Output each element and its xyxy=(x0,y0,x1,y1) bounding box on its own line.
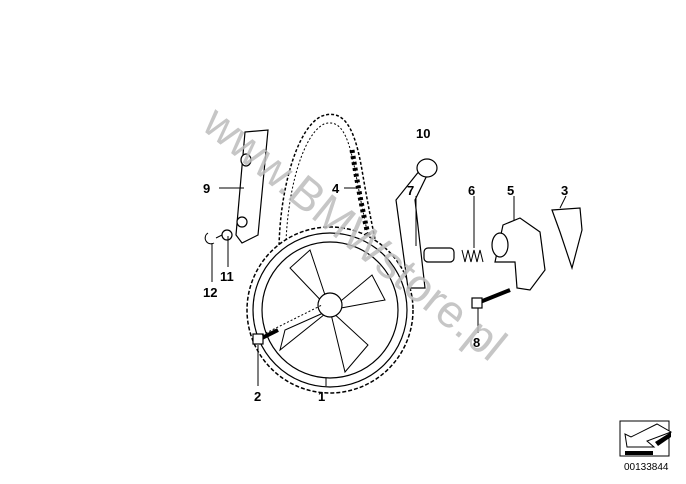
callout-2[interactable]: 2 xyxy=(254,389,261,404)
back-arrow-icon[interactable] xyxy=(619,420,673,457)
callout-12[interactable]: 12 xyxy=(203,285,217,300)
callout-6[interactable]: 6 xyxy=(468,183,475,198)
leader-lines xyxy=(211,187,567,386)
callout-11[interactable]: 11 xyxy=(220,269,234,284)
callout-3[interactable]: 3 xyxy=(561,183,568,198)
callout-8[interactable]: 8 xyxy=(473,335,480,350)
sprocket xyxy=(246,226,414,394)
callout-5[interactable]: 5 xyxy=(507,183,514,198)
spring xyxy=(461,249,484,263)
diagram-id: 00133844 xyxy=(624,462,669,473)
tensioner-rail xyxy=(395,158,438,289)
bolt xyxy=(252,328,279,345)
washer xyxy=(221,229,233,241)
callout-4[interactable]: 4 xyxy=(332,181,340,196)
circlip xyxy=(204,232,215,245)
screw xyxy=(471,288,511,309)
callout-1[interactable]: 1 xyxy=(318,389,325,404)
gasket xyxy=(551,207,583,271)
callout-7[interactable]: 7 xyxy=(407,183,414,198)
callout-10[interactable]: 10 xyxy=(416,126,430,141)
piston xyxy=(423,247,455,263)
guide-rail xyxy=(235,129,269,244)
callout-9[interactable]: 9 xyxy=(203,181,210,196)
tensioner-housing xyxy=(491,217,546,291)
